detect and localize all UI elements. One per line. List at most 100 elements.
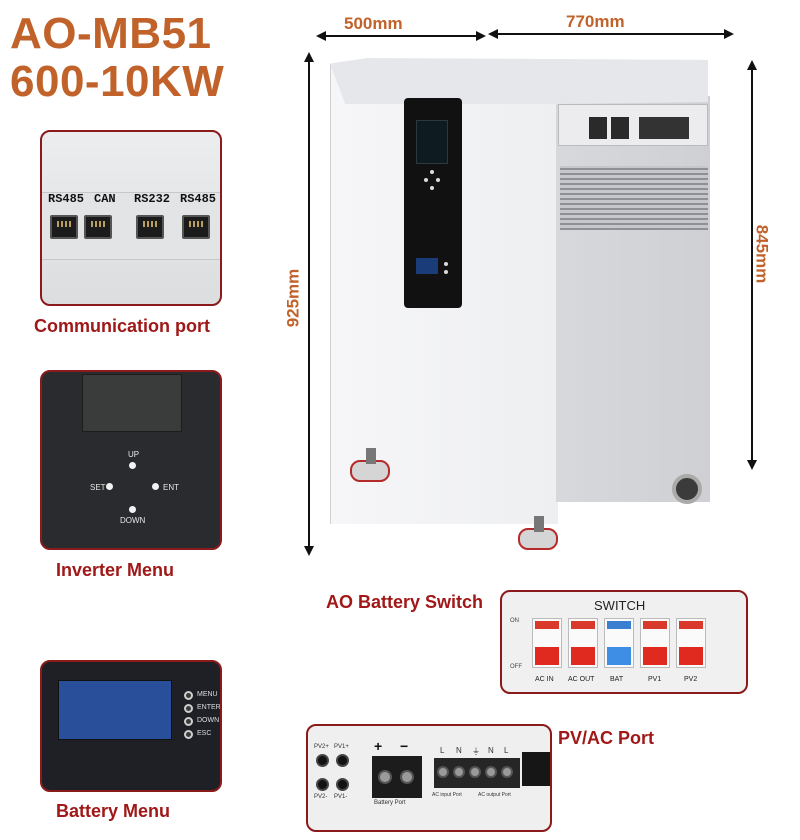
breaker-ac-in[interactable] xyxy=(532,618,562,668)
arrow-right-icon xyxy=(476,31,486,41)
inverter-down-label: DOWN xyxy=(120,516,146,525)
battery-menu-panel: MENU ENTER DOWN ESC xyxy=(40,660,222,792)
arrow-down-icon xyxy=(747,460,757,470)
mc4-connector-icon xyxy=(336,754,349,767)
arrow-left-icon xyxy=(316,31,326,41)
battery-terminal-block xyxy=(372,756,422,798)
total-height-dimension-line xyxy=(308,58,310,550)
breaker-label-ac-out: AC OUT xyxy=(568,676,595,683)
switch-on-label: ON xyxy=(510,618,519,624)
breaker-bat[interactable] xyxy=(604,618,634,668)
battery-down-label: DOWN xyxy=(197,717,220,724)
button-dot-icon xyxy=(184,730,193,739)
inverter-down-button[interactable] xyxy=(129,506,136,513)
cabinet-battery-screen xyxy=(416,258,438,274)
breaker-pv2[interactable] xyxy=(676,618,706,668)
inverter-ent-button[interactable] xyxy=(152,483,159,490)
indicator-led-icon xyxy=(444,270,448,274)
indicator-led-icon xyxy=(430,170,434,174)
battery-port-label: Battery Port xyxy=(374,800,406,806)
indicator-led-icon xyxy=(436,178,440,182)
battery-menu-caption: Battery Menu xyxy=(56,801,171,821)
inverter-set-button[interactable] xyxy=(106,483,113,490)
battery-plus-sign: + xyxy=(374,738,383,754)
width-dimension-line xyxy=(494,33,730,35)
ac-terminal-n: N xyxy=(456,746,462,755)
ac-input-port-label: AC input Port xyxy=(432,792,462,798)
arrow-left-icon xyxy=(488,29,498,39)
breaker-ac-out[interactable] xyxy=(568,618,598,668)
indicator-led-icon xyxy=(424,178,428,182)
battery-enter-label: ENTER xyxy=(197,704,221,711)
arrow-down-icon xyxy=(304,546,314,556)
depth-dimension-label: 500mm xyxy=(344,14,403,33)
battery-esc-label: ESC xyxy=(197,730,212,737)
communication-port-panel: RS485 CAN RS232 RS485 xyxy=(40,130,222,306)
inverter-menu-panel: UP SET ENT DOWN xyxy=(40,370,222,550)
pv2-plus-label: PV2+ xyxy=(314,744,329,750)
screw-terminal-icon xyxy=(485,766,497,778)
battery-menu-label: MENU xyxy=(197,691,218,698)
arrow-right-icon xyxy=(724,29,734,39)
indicator-led-icon xyxy=(444,262,448,266)
mc4-connector-icon xyxy=(316,778,329,791)
screw-terminal-icon xyxy=(501,766,513,778)
arrow-up-icon xyxy=(304,52,314,62)
rj45-port-icon xyxy=(84,215,112,239)
breaker-label-pv2: PV2 xyxy=(684,676,698,683)
cabinet-control-panel xyxy=(404,98,462,308)
pv1-minus-label: PV1- xyxy=(334,794,348,800)
switch-panel-title: SWITCH xyxy=(594,598,646,613)
communication-port-caption: Communication port xyxy=(34,316,210,336)
breaker-label-pv1: PV1 xyxy=(648,676,662,683)
product-title-model: AO-MB51 xyxy=(10,9,212,58)
cabinet-foot-icon xyxy=(350,448,390,482)
ac-output-port-label: AC output Port xyxy=(478,792,511,798)
button-dot-icon xyxy=(184,704,193,713)
pv1-plus-label: PV1+ xyxy=(334,744,349,750)
port-label-rs485: RS485 xyxy=(48,192,85,206)
screw-terminal-icon xyxy=(469,766,481,778)
switch-off-label: OFF xyxy=(510,664,522,670)
battery-minus-sign: − xyxy=(400,738,409,754)
rj45-port-icon xyxy=(182,215,210,239)
pv2-minus-label: PV2- xyxy=(314,794,328,800)
breaker-label-bat: BAT xyxy=(610,676,624,683)
button-dot-icon xyxy=(184,717,193,726)
cabinet-side-face xyxy=(556,96,710,502)
cabinet-top-face xyxy=(330,58,708,104)
inverter-up-label: UP xyxy=(128,450,140,459)
cabinet-terminal-strip xyxy=(558,104,708,146)
ac-outlet-icon xyxy=(522,752,550,786)
terminal-icon xyxy=(611,117,629,139)
screw-terminal-icon xyxy=(378,770,392,784)
breaker-pv1[interactable] xyxy=(640,618,670,668)
inverter-lcd-screen xyxy=(82,374,182,432)
pv-ac-port-panel: PV2+ PV1+ PV2- PV1- + − Battery Port L N… xyxy=(306,724,552,832)
ac-terminal-block xyxy=(434,758,520,788)
ac-terminal-l: L xyxy=(440,746,445,755)
body-height-dimension-line xyxy=(751,66,753,464)
battery-switch-caption: AO Battery Switch xyxy=(326,592,484,612)
width-dimension-label: 770mm xyxy=(566,12,625,31)
ac-terminal-l-2: L xyxy=(504,746,509,755)
inverter-set-label: SET xyxy=(90,483,106,492)
screw-terminal-icon xyxy=(400,770,414,784)
terminal-icon xyxy=(589,117,607,139)
mc4-connector-icon xyxy=(316,754,329,767)
body-height-dimension-label: 845mm xyxy=(752,224,772,284)
button-dot-icon xyxy=(184,691,193,700)
pv-ac-port-caption: PV/AC Port xyxy=(558,728,655,748)
cabinet-vent-grille xyxy=(560,166,708,230)
screw-terminal-icon xyxy=(453,766,465,778)
inverter-up-button[interactable] xyxy=(129,462,136,469)
screw-terminal-icon xyxy=(437,766,449,778)
ground-icon: ⏚ xyxy=(472,747,480,756)
port-label-rs485-2: RS485 xyxy=(180,192,217,206)
inverter-ent-label: ENT xyxy=(163,483,179,492)
breaker-label-ac-in: AC IN xyxy=(535,676,554,683)
port-label-can: CAN xyxy=(94,192,116,206)
terminal-icon xyxy=(639,117,689,139)
indicator-led-icon xyxy=(430,186,434,190)
battery-lcd-screen xyxy=(58,680,172,740)
